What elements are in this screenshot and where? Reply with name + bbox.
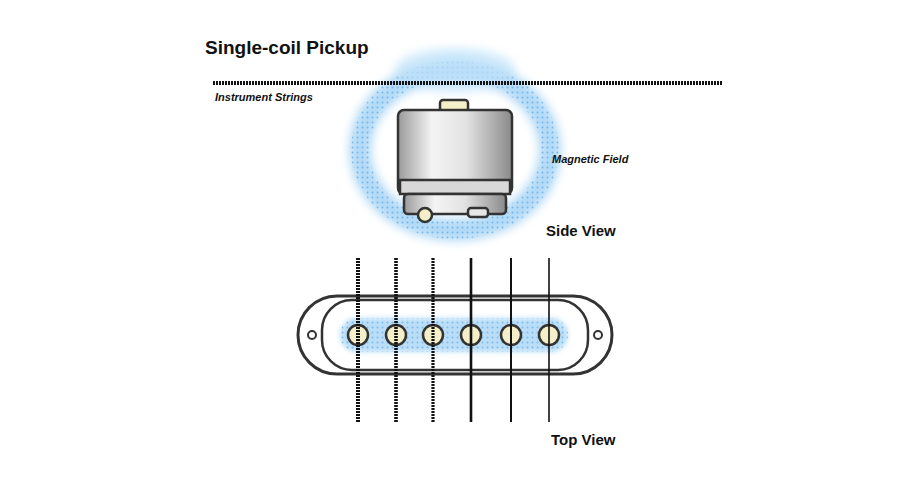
diagram-title: Single-coil Pickup [205,37,369,59]
magnetic-field [360,48,550,230]
string-top [431,258,434,422]
string-top [394,258,398,422]
view-label: Top View [551,431,615,448]
string-top [356,258,360,422]
string-top [510,258,512,422]
view-label: Side View [546,222,616,239]
pickup-top [298,258,612,422]
pickup-side [398,100,512,222]
string-side [213,81,722,85]
field-label: Magnetic Field [552,153,628,165]
string-top [470,258,473,422]
string-top [548,258,550,422]
strings-label: Instrument Strings [215,91,313,103]
